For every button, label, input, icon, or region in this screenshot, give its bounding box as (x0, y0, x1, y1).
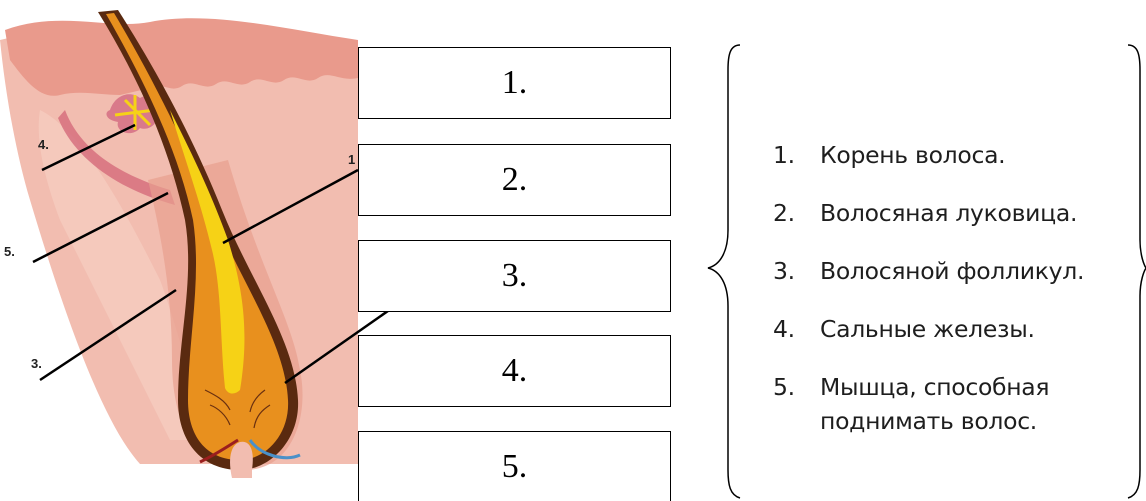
left-brace (707, 44, 741, 499)
pointer-line-4 (41, 123, 136, 172)
sebaceous-gland (106, 94, 158, 134)
legend-braces (707, 44, 1146, 499)
diagram-label-1: 1 (348, 152, 356, 167)
pointer-line-5 (32, 191, 169, 264)
legend-number: 4. (773, 315, 795, 343)
blood-vessel-red (199, 438, 239, 464)
diagram-label-5: 5. (4, 244, 15, 259)
hair-papilla (230, 441, 253, 478)
legend-list: 1. Корень волоса. 2. Волосяная луковица.… (773, 138, 1084, 438)
legend-item-2: 2. Волосяная луковица. (773, 196, 1084, 230)
legend-text: Корень волоса. (820, 141, 1006, 169)
legend-number: 2. (773, 199, 795, 227)
legend-item-3: 3. Волосяной фолликул. (773, 254, 1084, 288)
answer-box-2[interactable]: 2. (358, 144, 671, 216)
pointer-line-3 (39, 288, 177, 382)
diagram-label-3: 3. (31, 356, 42, 371)
answer-box-1[interactable]: 1. (358, 47, 671, 119)
answer-box-4[interactable]: 4. (358, 335, 671, 407)
diagram-label-4: 4. (38, 137, 49, 152)
legend-item-1: 1. Корень волоса. (773, 138, 1084, 172)
legend-number: 3. (773, 257, 795, 285)
right-brace (1127, 44, 1146, 499)
legend-text: Волосяной фолликул. (820, 257, 1085, 285)
legend-item-5: 5. Мышца, способная поднимать волос. (773, 370, 1084, 438)
legend-number: 5. (773, 373, 795, 401)
hair-core (170, 110, 245, 394)
dermis-highlight (38, 110, 211, 440)
bulb-details (204, 389, 271, 429)
legend-item-4: 4. Сальные железы. (773, 312, 1084, 346)
legend-text-continuation: поднимать волос. (820, 407, 1037, 435)
blood-vessel-blue (248, 439, 301, 460)
legend-text: Волосяная луковица. (820, 199, 1078, 227)
pointer-line-1 (222, 168, 359, 245)
answer-box-5[interactable]: 5. (358, 431, 671, 501)
epidermis-layer (5, 18, 358, 96)
legend-text: Сальные железы. (820, 315, 1035, 343)
legend-text: Мышца, способная (820, 373, 1050, 401)
answer-box-3[interactable]: 3. (358, 240, 671, 312)
legend-number: 1. (773, 141, 795, 169)
